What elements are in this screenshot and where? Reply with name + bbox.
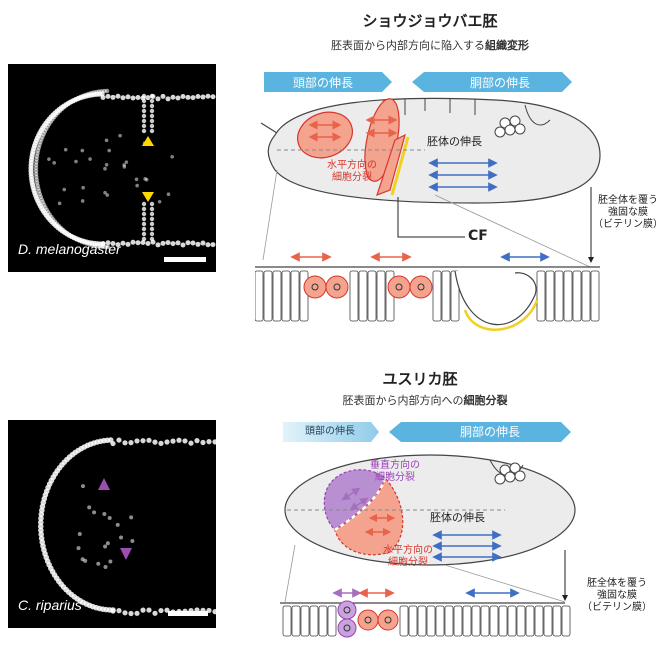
- trunk-extension-arrow: [389, 422, 571, 442]
- top-extension-banners: [264, 72, 572, 92]
- invagination: [454, 270, 537, 326]
- bottom-extension-banners: [283, 422, 571, 442]
- dividing-cells: [337, 600, 399, 638]
- bottom-subtitle: 胚表面から内部方向への細胞分裂: [342, 394, 508, 407]
- head-extension-arrow: [283, 422, 379, 442]
- scale-bar: [164, 257, 206, 262]
- top-membrane-label: 胚全体を覆う強固な膜（ビテリン膜）: [593, 195, 663, 230]
- bottom-membrane-label: 胚全体を覆う強固な膜（ビテリン膜）: [582, 578, 652, 613]
- top-trunk-extension-label: 胴部の伸長: [469, 76, 530, 90]
- nuclei-dots: [28, 88, 216, 250]
- furrow-arrowhead-bottom: [142, 192, 154, 202]
- trunk-extension-arrow: [412, 72, 572, 92]
- posterior-fold: [524, 104, 551, 126]
- top-embryo-extension-label: 胚体の伸長: [427, 135, 482, 148]
- head-extension-arrow: [264, 72, 392, 92]
- species-label: D. melanogaster: [18, 241, 121, 257]
- bottom-horizontal-division-label: 水平方向の細胞分裂: [383, 545, 433, 568]
- invagination-highlight: [463, 299, 539, 331]
- nuclei-dots: [37, 437, 216, 617]
- bottom-title: ユスリカ胚: [382, 370, 458, 388]
- chironomus-micrograph: C. riparius: [8, 420, 216, 628]
- anterior-tip: [260, 122, 278, 134]
- bottom-embryo-extension-label: 胚体の伸長: [430, 511, 485, 524]
- furrow-arrowhead-top: [142, 136, 154, 146]
- cephalic-furrow-mark: [390, 136, 410, 196]
- top-horizontal-division-label: 水平方向の細胞分裂: [327, 160, 377, 183]
- division-arrowhead-bottom: [120, 548, 132, 560]
- epithelium-cells: [282, 605, 571, 637]
- species-label: C. riparius: [18, 597, 82, 613]
- bottom-head-extension-label: 頭部の伸長: [305, 426, 355, 437]
- drosophila-micrograph: D. melanogaster: [8, 64, 216, 272]
- top-subtitle: 胚表面から内部方向に陥入する組織変形: [331, 39, 529, 52]
- cf-pointer: [397, 197, 465, 238]
- dorsal-folds: [404, 98, 476, 115]
- chironomus-schematic: [280, 454, 576, 638]
- epithelium-cells: [255, 270, 600, 322]
- dividing-cells: [303, 275, 433, 299]
- scale-bar: [168, 611, 208, 616]
- top-title: ショウジョウバエ胚: [362, 12, 498, 30]
- vertical-division-label: 垂直方向の細胞分裂: [370, 460, 420, 483]
- cf-label: CF: [468, 228, 488, 244]
- bottom-trunk-extension-label: 胴部の伸長: [459, 425, 520, 439]
- division-arrowhead-top: [98, 478, 110, 490]
- pole-cells: [494, 115, 526, 138]
- pole-cells: [494, 462, 526, 485]
- drosophila-schematic: [255, 97, 601, 331]
- top-head-extension-label: 頭部の伸長: [292, 76, 353, 90]
